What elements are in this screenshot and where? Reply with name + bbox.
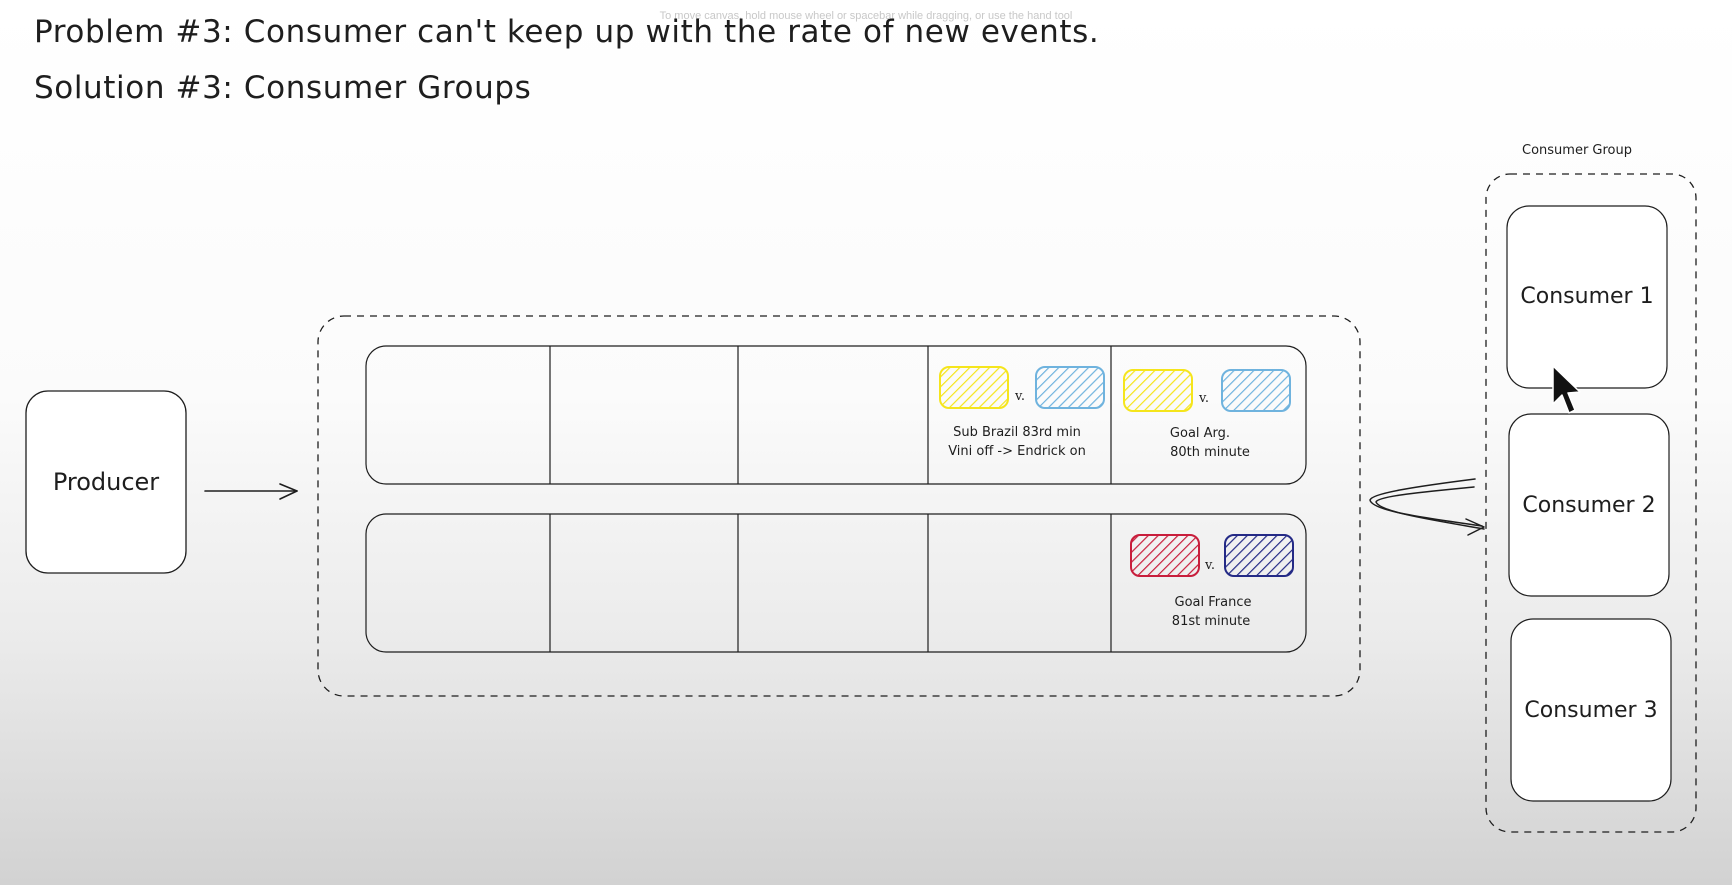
consumer-1-label: Consumer 1 [1520, 284, 1653, 309]
versus-label: v. [1014, 389, 1025, 404]
team-flag-red [1130, 534, 1200, 577]
consumer-group[interactable]: Consumer Group Consumer 1 Consumer 2 Con… [1485, 143, 1697, 833]
event-goal-arg[interactable]: v. Goal Arg. 80th minute [1123, 369, 1291, 460]
event-brazil-sub[interactable]: v. Sub Brazil 83rd min Vini off -> Endri… [939, 366, 1105, 459]
partition-2[interactable] [365, 513, 1307, 653]
partition-1[interactable] [365, 345, 1307, 485]
team-flag-blue [1035, 366, 1105, 409]
event-goal-france[interactable]: v. Goal France 81st minute [1130, 534, 1294, 629]
topic-container[interactable] [317, 315, 1361, 697]
team-flag-navy [1224, 534, 1294, 577]
event-line-2: 81st minute [1172, 614, 1250, 629]
mouse-cursor-icon [1552, 365, 1581, 414]
producer-box[interactable]: Producer [25, 390, 187, 574]
producer-arrow[interactable] [204, 483, 298, 500]
event-line-1: Goal Arg. [1170, 426, 1230, 441]
versus-label: v. [1198, 391, 1209, 406]
event-line-2: Vini off -> Endrick on [948, 444, 1086, 459]
team-flag-blue [1221, 369, 1291, 412]
consumer-3-label: Consumer 3 [1524, 698, 1657, 723]
team-flag-yellow [1123, 369, 1193, 412]
problem-heading: Problem #3: Consumer can't keep up with … [34, 14, 1100, 50]
event-line-1: Sub Brazil 83rd min [953, 425, 1081, 440]
event-line-2: 80th minute [1170, 445, 1250, 460]
consumer-arrow[interactable] [1369, 478, 1485, 536]
consumer-2-label: Consumer 2 [1522, 493, 1655, 518]
consumer-1-box[interactable]: Consumer 1 [1506, 205, 1668, 389]
event-line-1: Goal France [1175, 595, 1252, 610]
consumer-group-title: Consumer Group [1522, 143, 1632, 158]
consumer-2-box[interactable]: Consumer 2 [1508, 413, 1670, 597]
consumer-3-box[interactable]: Consumer 3 [1510, 618, 1672, 802]
solution-heading: Solution #3: Consumer Groups [34, 70, 532, 106]
canvas-hint: To move canvas, hold mouse wheel or spac… [659, 10, 1073, 22]
versus-label: v. [1204, 558, 1215, 573]
team-flag-yellow [939, 366, 1009, 409]
producer-label: Producer [53, 468, 159, 496]
